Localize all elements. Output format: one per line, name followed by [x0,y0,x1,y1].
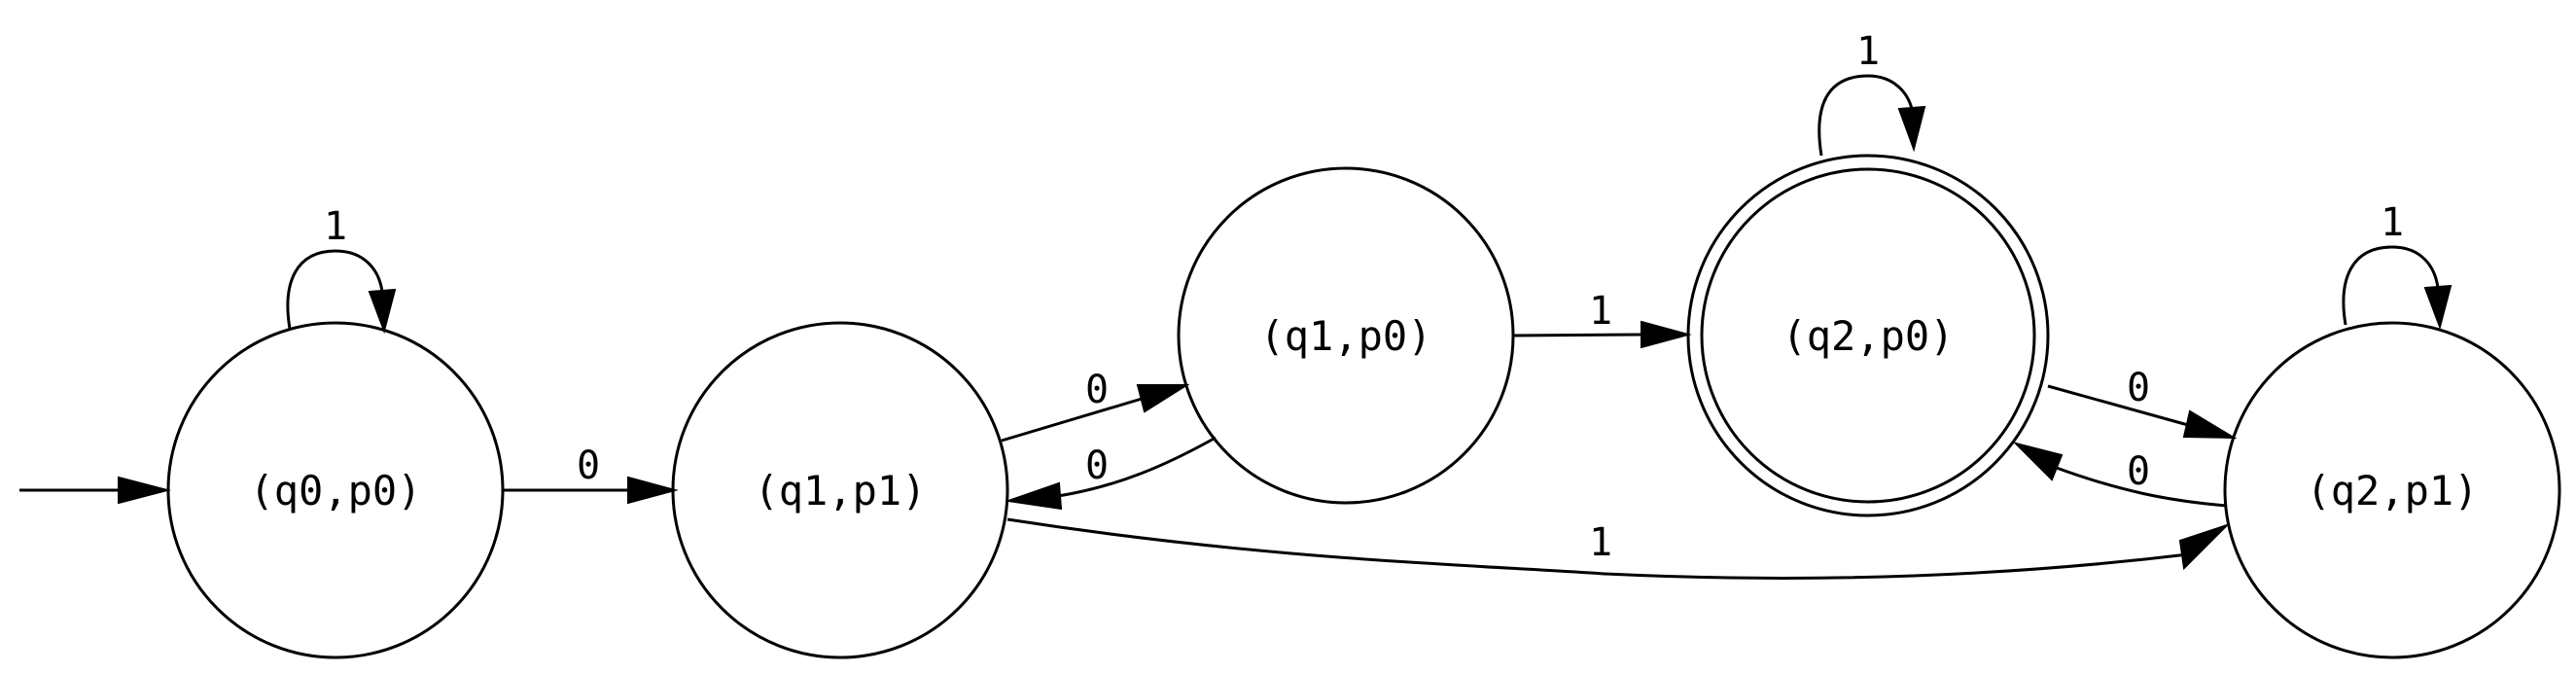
state-label: (q1,p1) [754,467,926,514]
edge-label: 0 [2127,449,2150,494]
state-label: (q1,p0) [1259,312,1431,360]
state-q1-p0[interactable]: (q1,p0) [1177,166,1515,505]
edge-q0p0-self-1: 1 [286,204,397,335]
edge-q1p0-to-q2p0-1: 1 [1512,289,1692,349]
edge-label: 0 [1085,443,1109,488]
edge-q1p1-to-q2p1-1: 1 [1006,517,2228,580]
edge-label: 1 [2381,200,2404,245]
state-q2-p0-accepting[interactable]: (q2,p0) [1686,154,2050,517]
edge-q1p1-to-q1p0-0: 0 [1001,368,1190,443]
edge-q2p0-self-1: 1 [1817,29,1926,157]
state-q0-p0[interactable]: (q0,p0) [166,321,505,659]
edge-label: 0 [2127,366,2150,410]
edge-label: 1 [1589,289,1612,334]
edge-label: 0 [1085,368,1109,412]
edge-q2p0-to-q2p1-0: 0 [2047,366,2238,440]
edge-label: 1 [1856,29,1880,74]
state-label: (q2,p0) [1782,312,1954,360]
edge-label: 0 [577,443,600,488]
edge-q2p1-to-q2p0-0: 0 [2012,442,2228,508]
edge-q1p0-to-q1p1-0: 0 [1007,436,1217,511]
state-label: (q0,p0) [249,467,421,514]
edge-label: 1 [1589,520,1612,565]
state-q1-p1[interactable]: (q1,p1) [671,321,1009,659]
edge-q2p1-self-1: 1 [2342,200,2452,331]
state-q2-p1[interactable]: (q2,p1) [2223,321,2561,659]
start-arrow [19,476,171,505]
state-label: (q2,p1) [2306,467,2478,514]
edge-q0p0-to-q1p1-0: 0 [504,443,679,505]
edge-label: 1 [324,204,347,249]
